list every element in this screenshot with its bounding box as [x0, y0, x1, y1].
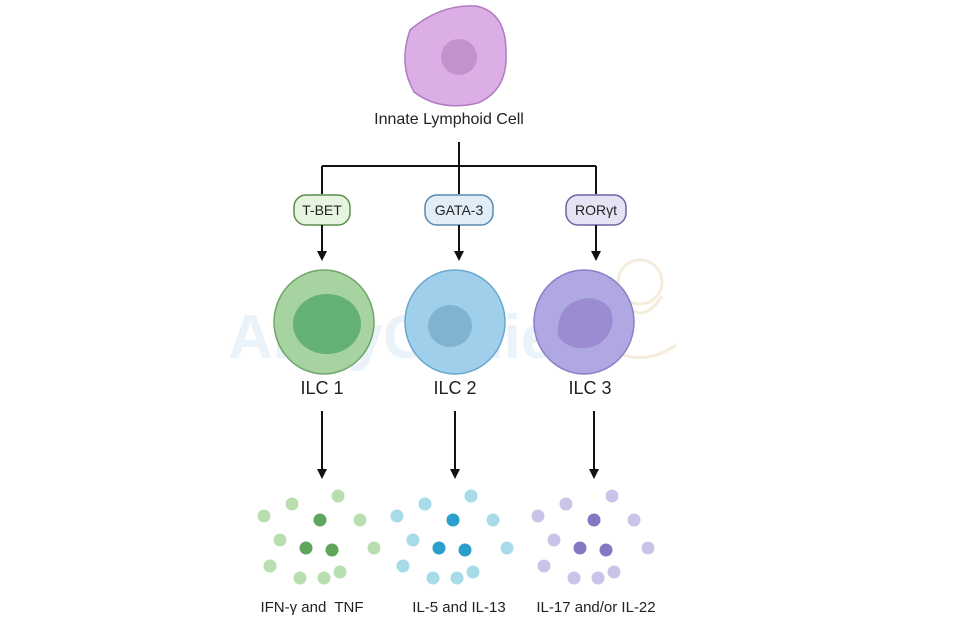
- branch-ilc1: T-BET ILC 1 IFN-γ and TNF: [257, 194, 381, 616]
- cytokine-dot: [500, 541, 514, 555]
- ilc3-label: ILC 3: [568, 378, 611, 398]
- cytokine-dot: [273, 533, 287, 547]
- cytokine-dot: [591, 571, 605, 585]
- cytokine-dot: [464, 489, 478, 503]
- cytokine-dot: [353, 513, 367, 527]
- cytokine-dot: [607, 565, 621, 579]
- ilc2-cytokine-label: IL-5 and IL-13: [412, 599, 505, 616]
- ilc3-cytokine-dots: [531, 489, 655, 585]
- ilc2-cytokine-dots: [390, 489, 514, 585]
- cytokine-dot: [313, 513, 327, 527]
- cytokine-dot: [458, 543, 472, 557]
- cytokine-dot: [567, 571, 581, 585]
- cytokine-dot: [446, 513, 460, 527]
- cytokine-dot: [559, 497, 573, 511]
- ilc1-cell-icon: [273, 269, 375, 375]
- ilc1-cytokine-dots: [257, 489, 381, 585]
- tf-label-gata3: GATA-3: [435, 202, 484, 218]
- cytokine-dot: [432, 541, 446, 555]
- cytokine-dot: [466, 565, 480, 579]
- ilc1-cytokine-label: IFN-γ and TNF: [260, 599, 363, 616]
- cytokine-dot: [641, 541, 655, 555]
- cytokine-dot: [390, 509, 404, 523]
- tf-label-tbet: T-BET: [302, 202, 342, 218]
- cytokine-dot: [293, 571, 307, 585]
- cytokine-dot: [325, 543, 339, 557]
- cytokine-dot: [531, 509, 545, 523]
- cytokine-dot: [263, 559, 277, 573]
- cytokine-dot: [257, 509, 271, 523]
- ilc2-label: ILC 2: [433, 378, 476, 398]
- tf-label-rorgt: RORγt: [575, 202, 617, 218]
- ilc3-cell-icon: [533, 269, 635, 375]
- cytokine-dot: [486, 513, 500, 527]
- branch-connector: [321, 142, 597, 194]
- branch-ilc3: RORγt ILC 3 IL-17 and/or IL-22: [531, 194, 656, 616]
- cytokine-dot: [396, 559, 410, 573]
- ilc3-cytokine-label: IL-17 and/or IL-22: [536, 599, 655, 616]
- cytokine-dot: [599, 543, 613, 557]
- cytokine-dot: [573, 541, 587, 555]
- root-cell-icon: [404, 5, 507, 107]
- cytokine-dot: [450, 571, 464, 585]
- cytokine-dot: [426, 571, 440, 585]
- cytokine-dot: [299, 541, 313, 555]
- ilc2-cell-icon: [404, 269, 506, 375]
- cytokine-dot: [406, 533, 420, 547]
- ilc1-label: ILC 1: [300, 378, 343, 398]
- cytokine-dot: [418, 497, 432, 511]
- cytokine-dot: [587, 513, 601, 527]
- cytokine-dot: [537, 559, 551, 573]
- cytokine-dot: [605, 489, 619, 503]
- cytokine-dot: [331, 489, 345, 503]
- branch-ilc2: GATA-3 ILC 2 IL-5 and IL-13: [390, 194, 514, 616]
- root-label: Innate Lymphoid Cell: [374, 111, 524, 128]
- cytokine-dot: [367, 541, 381, 555]
- cytokine-dot: [547, 533, 561, 547]
- cytokine-dot: [333, 565, 347, 579]
- cytokine-dot: [317, 571, 331, 585]
- cytokine-dot: [627, 513, 641, 527]
- cytokine-dot: [285, 497, 299, 511]
